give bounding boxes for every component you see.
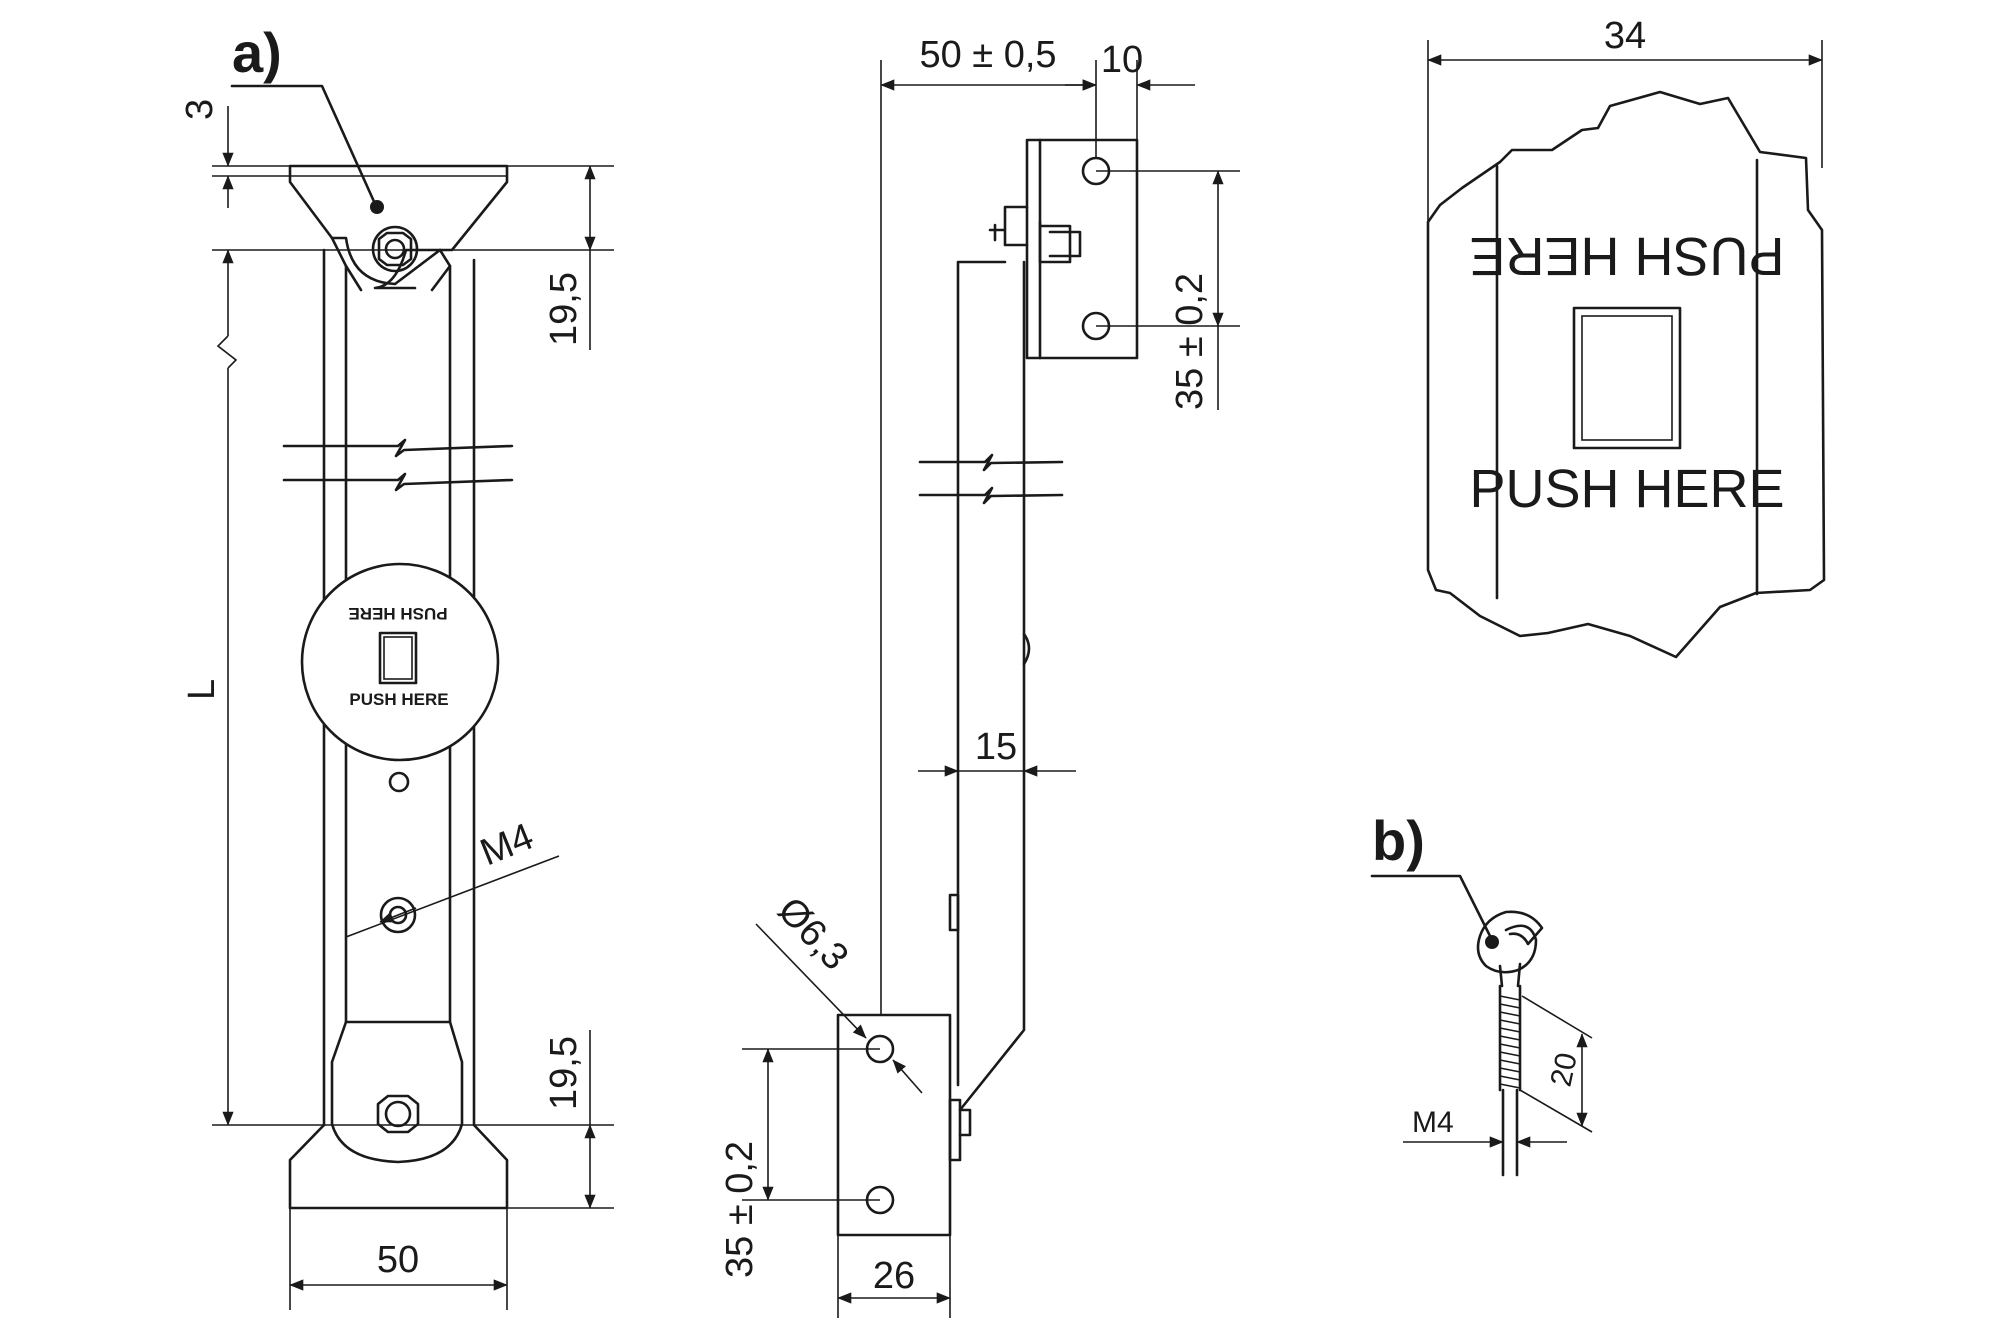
- dim-hole-top-35: 35 ± 0,2: [1096, 170, 1240, 410]
- bottom-nut: [376, 1094, 420, 1134]
- dim-hole-bottom-35: 35 ± 0,2: [719, 1048, 880, 1278]
- svg-text:35 ± 0,2: 35 ± 0,2: [719, 1141, 761, 1278]
- view-a-leader-dot: [370, 200, 384, 214]
- svg-text:10: 10: [1101, 39, 1143, 81]
- eye-nut: [1476, 910, 1544, 974]
- detail-push-upright: PUSH HERE: [1469, 459, 1784, 519]
- svg-text:20: 20: [1545, 1050, 1584, 1090]
- push-label-upright: PUSH HERE: [349, 690, 448, 709]
- detail-outline: [1426, 90, 1826, 659]
- view-b-leader-dot: [1485, 935, 1499, 949]
- svg-text:19,5: 19,5: [543, 272, 585, 346]
- svg-text:Ø6,3: Ø6,3: [769, 889, 856, 978]
- bottom-block: [836, 1013, 972, 1237]
- view-a-label: a): [232, 21, 282, 84]
- front-view: a) PUSH HERE: [179, 21, 614, 1310]
- view-b-thread-label: M4: [1412, 1106, 1454, 1139]
- small-hole: [388, 771, 410, 793]
- eye-nut-neck: [1498, 962, 1522, 988]
- view-b: b) 20 M4: [1370, 809, 1593, 1177]
- top-bracket: [288, 164, 509, 290]
- view-b-leader: [1370, 874, 1494, 942]
- dim-stud-20: 20: [1519, 995, 1593, 1133]
- top-nut: [371, 225, 419, 273]
- detail-push-upside-down: PUSH HERE: [1469, 226, 1784, 286]
- push-here-detail-circle: PUSH HERE PUSH HERE: [300, 562, 500, 762]
- svg-text:19,5: 19,5: [543, 1036, 585, 1110]
- push-label-upside-down: PUSH HERE: [348, 604, 447, 623]
- svg-text:34: 34: [1604, 15, 1646, 57]
- dim-width-50: 50: [289, 1208, 508, 1310]
- dim-length-L: L: [181, 249, 614, 1126]
- side-break: [918, 453, 1064, 505]
- view-b-label: b): [1372, 809, 1425, 872]
- dim-bar-15: 15: [918, 726, 1076, 777]
- dim-offset-50: 50 ± 0,5: [880, 34, 1097, 1015]
- push-here-detail: PUSH HERE PUSH HERE 34: [1426, 15, 1826, 659]
- dim-stud-m4: M4: [1403, 1106, 1567, 1148]
- side-view: 50 ± 0,5 10 35 ± 0,2 15 Ø6,3: [719, 34, 1240, 1318]
- dim-block-26: 26: [837, 1235, 951, 1318]
- detail-push-button-inner: [1581, 315, 1673, 441]
- view-a-leader: [230, 84, 378, 208]
- svg-text:50: 50: [377, 1239, 419, 1281]
- svg-text:L: L: [181, 679, 223, 700]
- thread-m4-label: M4: [475, 816, 540, 875]
- bottom-bracket: [288, 1020, 509, 1210]
- dim-upper-19-5: 19,5: [212, 165, 614, 350]
- dim-top-3: 3: [179, 99, 290, 208]
- svg-text:15: 15: [975, 726, 1017, 768]
- m4-stud: M4: [345, 816, 560, 938]
- front-break: [282, 438, 514, 492]
- side-bar: [948, 260, 1031, 1112]
- svg-text:35 ± 0,2: 35 ± 0,2: [1169, 273, 1211, 410]
- dim-lower-19-5: 19,5: [507, 1030, 614, 1209]
- threaded-stud: [1498, 984, 1522, 1177]
- dim-flange-10: 10: [1065, 39, 1195, 140]
- svg-text:3: 3: [179, 99, 221, 120]
- dim-detail-34: 34: [1427, 15, 1823, 222]
- detail-push-button: [1572, 306, 1682, 450]
- svg-text:50 ± 0,5: 50 ± 0,5: [919, 34, 1056, 76]
- svg-text:26: 26: [873, 1255, 915, 1297]
